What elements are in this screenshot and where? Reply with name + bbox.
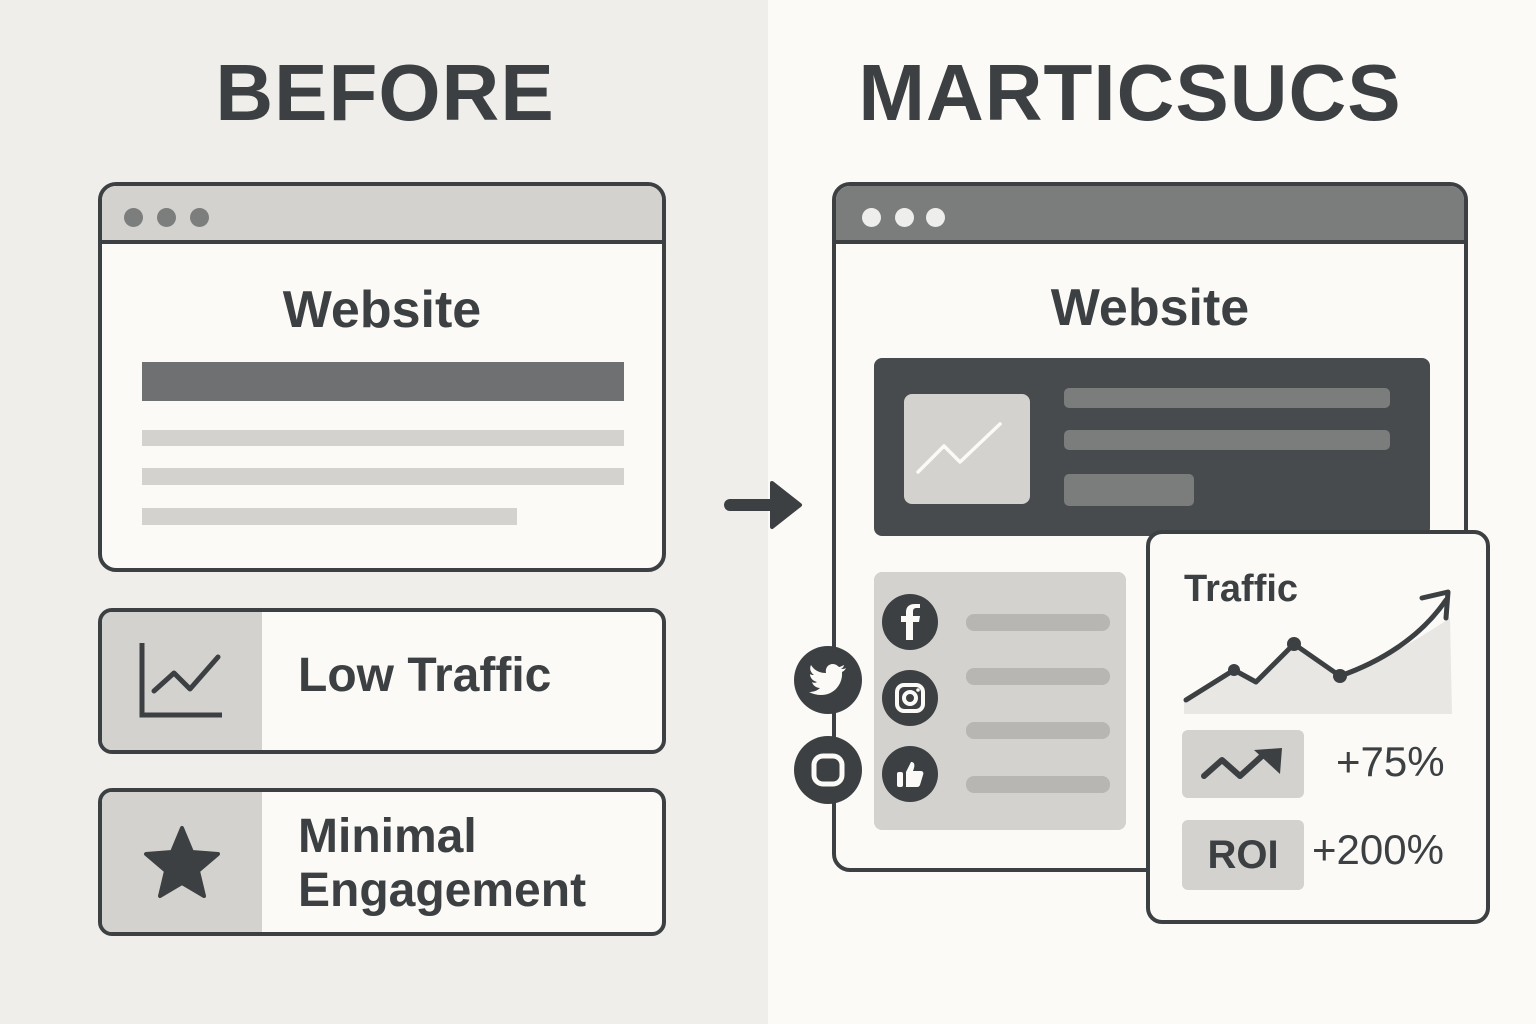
minimal-engagement-card: Minimal Engagement [98, 788, 666, 936]
growth-badge [1182, 730, 1304, 798]
text-placeholder-line [142, 468, 624, 485]
trend-line-icon [916, 422, 1002, 474]
facebook-icon [882, 594, 938, 650]
minimal-engagement-label: Minimal Engagement [298, 810, 586, 918]
arrow-right-icon [724, 481, 802, 529]
label-line-1: Minimal [298, 810, 477, 863]
social-feed-panel [874, 572, 1126, 830]
after-heading: MARTICSUCS [858, 48, 1402, 137]
window-dot-icon [124, 208, 143, 227]
hero-banner [874, 358, 1430, 536]
thumbs-up-icon [882, 746, 938, 802]
website-title: Website [282, 281, 482, 339]
text-placeholder-line [142, 430, 624, 446]
text-placeholder-line [142, 508, 517, 525]
window-dot-icon [157, 208, 176, 227]
traffic-stats-card: Traffic +75% ROI +200% [1146, 530, 1490, 924]
feed-text-line [966, 614, 1110, 631]
window-titlebar [102, 186, 662, 244]
traffic-growth-chart [1183, 589, 1452, 714]
window-titlebar [836, 186, 1464, 244]
card-icon-area [102, 792, 262, 932]
label-line-2: Engagement [298, 864, 587, 917]
hero-text-line [1064, 430, 1390, 450]
window-dot-icon [895, 208, 914, 227]
window-dot-icon [862, 208, 881, 227]
instagram-icon [882, 670, 938, 726]
low-traffic-card: Low Traffic [98, 608, 666, 754]
before-website-window: Website [98, 182, 666, 572]
window-dot-icon [190, 208, 209, 227]
window-dot-icon [926, 208, 945, 227]
website-title: Website [1050, 279, 1250, 337]
feed-text-line [966, 668, 1110, 685]
card-icon-area [102, 612, 262, 750]
hero-text-line [1064, 388, 1390, 408]
low-traffic-label: Low Traffic [298, 649, 552, 702]
line-chart-icon [139, 643, 222, 718]
roi-badge: ROI [1182, 820, 1304, 890]
hero-thumbnail [904, 394, 1030, 504]
instagram-outline-icon [794, 736, 862, 804]
feed-text-line [966, 722, 1110, 739]
twitter-icon [794, 646, 862, 714]
header-placeholder-bar [142, 362, 624, 401]
hero-button-placeholder [1064, 474, 1194, 506]
star-icon [144, 826, 220, 898]
roi-value: +200% [1312, 826, 1444, 873]
before-heading: BEFORE [215, 48, 555, 137]
feed-text-line [966, 776, 1110, 793]
trending-up-icon [1201, 748, 1282, 779]
traffic-title: Traffic [1184, 568, 1299, 610]
traffic-growth-value: +75% [1336, 738, 1445, 785]
